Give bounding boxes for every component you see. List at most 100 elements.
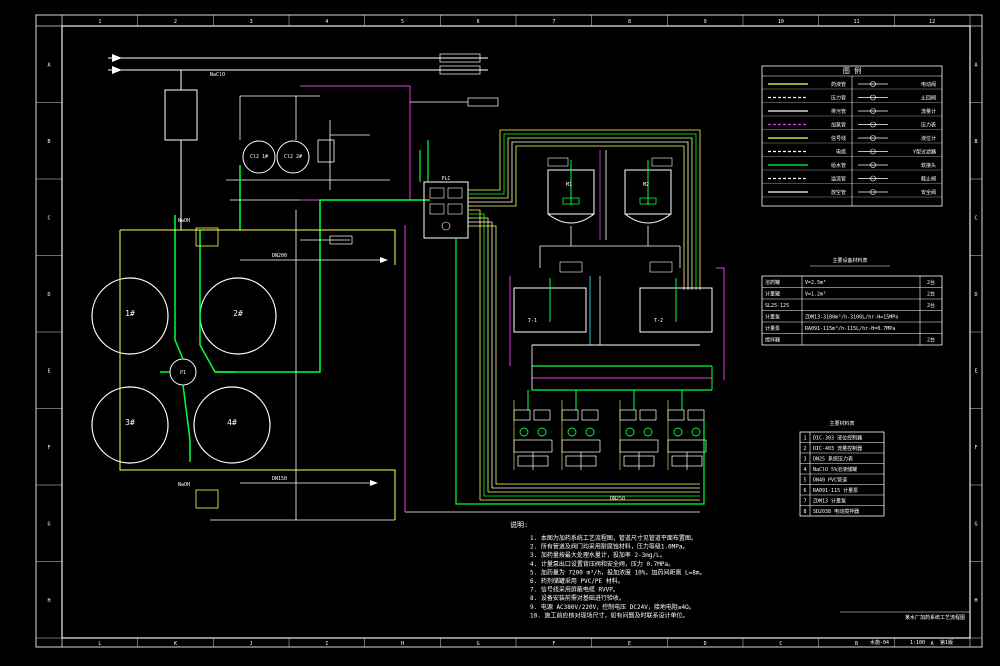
pipe-tag-dn3: DN250 [610, 496, 625, 502]
grid-col-top: 11 [853, 19, 859, 25]
tag-naoh-top: NaOH [178, 218, 190, 224]
equipment-spec: ZDM13-3100m³/h-3100L/hr-H=15MPa [805, 315, 898, 321]
grid-col-top: 6 [477, 19, 480, 25]
grid-col-bottom: J [250, 641, 253, 647]
legend-item-label: 压力表 [921, 122, 936, 129]
storage-tank-area: Cl2 1# Cl2 2# NaClO 1# 2# 3# 4# P1 [91, 53, 499, 521]
legend-item-label: Y型过滤器 [913, 149, 936, 156]
chlorinator-1 [242, 140, 276, 174]
pipe-tag-dn2: DN150 [272, 476, 287, 482]
chlorinator-2 [276, 140, 310, 174]
grid-row-left: A [47, 62, 50, 68]
equipment-spec: RA091-115m³/h-115L/hr-H=0.7MPa [805, 326, 895, 332]
center-pump-label: P1 [180, 370, 186, 376]
chlorinator-1-label: Cl2 1# [250, 154, 268, 160]
grid-col-bottom: F [552, 641, 555, 647]
tag-naoh-bottom: NaOH [178, 482, 190, 488]
grid-col-top: 12 [929, 19, 935, 25]
equipment-qty: 2台 [927, 302, 935, 309]
equipment-name: 计量泵 [765, 325, 780, 332]
material-no: 2 [803, 446, 806, 452]
tank-1-label: 1# [125, 309, 135, 318]
equipment-spec: V=2.5m³ [805, 280, 826, 286]
note-line: 8. 设备安装前需对基础进行验收。 [530, 594, 625, 602]
material-no: 7 [803, 499, 806, 505]
material-name: NaClO 5%溶液储罐 [813, 466, 857, 473]
material-no: 5 [803, 478, 806, 484]
pump-unit [561, 390, 601, 470]
metering-pump-units [513, 390, 707, 470]
grid-row-right: H [974, 598, 977, 604]
grid-row-right: D [974, 292, 977, 298]
grid-row-right: G [974, 521, 977, 527]
legend-item-label: 放空管 [831, 189, 846, 196]
drawing-version: 第1版 [940, 639, 953, 646]
legend-item-label: 溢流管 [831, 176, 846, 183]
equipment-name: 溶药罐 [765, 279, 780, 286]
control-cabinet: PLC [419, 129, 701, 501]
equipment-spec: V=1.2m³ [805, 292, 826, 298]
pump-unit [619, 390, 659, 470]
grid-col-bottom: D [704, 641, 707, 647]
tank-3-label: 3# [125, 418, 135, 427]
tank-4-label: 4# [227, 418, 237, 427]
grid-col-top: 2 [174, 19, 177, 25]
material-no: 1 [803, 436, 806, 442]
grid-col-bottom: C [779, 641, 782, 647]
legend-item-label: 软接头 [921, 162, 936, 169]
material-name: DIC-403 流量控制器 [813, 445, 862, 452]
grid-col-bottom: I [325, 641, 328, 647]
material-no: 6 [803, 488, 806, 494]
note-line: 2. 所有管道及阀门均采用耐腐蚀材料，压力等级1.0MPa。 [530, 543, 689, 551]
equipment-qty: 2台 [927, 337, 935, 344]
title-block: 某水厂加药系统工艺流程图 水施-04 1:100 第1版 [840, 611, 970, 646]
material-no: 8 [803, 509, 806, 515]
grid-row-left: B [47, 139, 50, 145]
grid-col-bottom: A [931, 641, 934, 647]
grid-col-top: 5 [401, 19, 404, 25]
legend-item-label: 液位计 [921, 135, 936, 142]
legend-item-label: 流量计 [921, 108, 936, 115]
grid-col-top: 10 [778, 19, 784, 25]
legend-item-label: 压力管 [831, 95, 846, 102]
material-name: ZDM13 计量泵 [813, 498, 846, 505]
legend-item-label: 信号线 [831, 135, 846, 142]
notes-title: 说明: [510, 520, 528, 529]
grid-row-left: F [47, 445, 50, 451]
legend-item-label: 安全阀 [921, 189, 936, 196]
metering-tank-2-label: T-2 [654, 318, 663, 324]
mixing-tank-2-label: M2 [643, 182, 649, 188]
note-line: 5. 加药量为 7200 m³/h，投加浓度 10%，加药间距离 L=8m。 [530, 568, 705, 576]
grid-row-right: B [974, 139, 977, 145]
note-line: 4. 计量泵出口设置背压阀和安全阀，压力 0.7MPa。 [530, 560, 674, 568]
equipment-name: SL25-125 [765, 303, 789, 309]
material-no: 3 [803, 457, 806, 463]
legend-title: 图 例 [843, 66, 861, 75]
notes-block: 说明: 1. 本图为加药系统工艺流程图，管道尺寸见管道平面布置图。2. 所有管道… [510, 520, 705, 619]
mixing-tank-1-label: M1 [566, 182, 572, 188]
material-no: 4 [803, 467, 806, 473]
drawing-scale: 1:100 [910, 640, 925, 646]
note-line: 9. 电源 AC380V/220V，控制电压 DC24V，接地电阻≤4Ω。 [530, 603, 695, 611]
grid-col-top: 7 [552, 19, 555, 25]
equipment-name: 计量泵 [765, 314, 780, 321]
grid-col-top: 8 [628, 19, 631, 25]
storage-tank-3 [91, 386, 169, 464]
grid-col-top: 4 [325, 19, 328, 25]
dosing-system: M1 M2 T-1 T-2 D [404, 150, 725, 513]
grid-row-right: F [974, 445, 977, 451]
grid-row-right: A [974, 62, 977, 68]
grid-col-top: 3 [250, 19, 253, 25]
material-name: RA091-115 计量泵 [813, 487, 858, 494]
note-line: 7. 信号线采用屏蔽电缆 RVVP。 [530, 586, 619, 594]
material-name: DN25 系统压力表 [813, 456, 853, 463]
grid-row-right: E [974, 368, 977, 374]
note-line: 3. 加药量按最大处理水量计，投加率 2-3mg/L。 [530, 551, 666, 559]
grid-row-left: H [47, 598, 50, 604]
grid-row-left: C [47, 215, 50, 221]
